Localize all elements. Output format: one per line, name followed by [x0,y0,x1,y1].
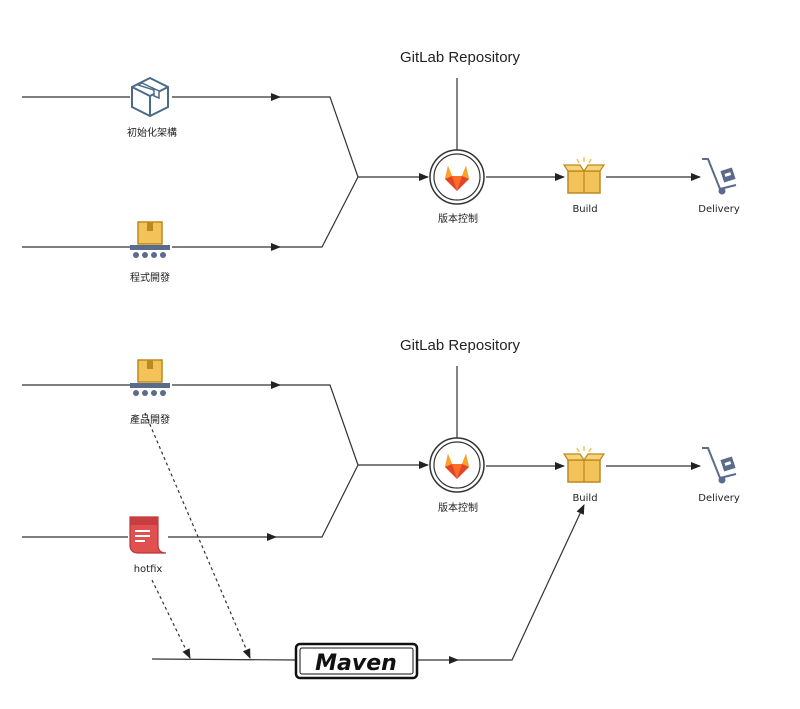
maven-logo: Maven [294,642,419,680]
repo-title-top: GitLab Repository [399,49,521,66]
conveyor-box-icon-2 [130,359,170,396]
open-box-icon-2 [562,446,606,483]
edge-input-maven [151,658,297,661]
delivery-label-top: Delivery [698,204,740,215]
gitlab-fox-icon-2 [429,437,485,493]
repo-title-bottom: GitLab Repository [399,337,521,354]
delivery-label-bottom: Delivery [698,493,740,504]
hand-truck-icon [702,158,737,195]
maven-logo-text: Maven [315,651,397,676]
dev-label: 程式開發 [130,273,170,284]
init-label: 初始化架構 [127,128,177,139]
edge-dev-merge [280,176,359,248]
conveyor-box-icon [130,221,170,258]
edge-product-maven-dashed [144,412,251,659]
edge-hotfix-maven-dashed [151,579,191,659]
build-label-top: Build [572,204,598,215]
bottom-connectors [22,366,701,664]
vc-label-top: 版本控制 [438,214,478,225]
cube-box-icon [131,76,169,118]
edge-maven-build [458,504,585,661]
document-scroll-icon [129,516,167,554]
vc-label-bottom: 版本控制 [438,503,478,514]
edge-init-merge [280,96,359,178]
hotfix-label: hotfix [133,564,163,575]
build-label-bottom: Build [572,493,598,504]
product-label: 產品開發 [130,415,170,426]
gitlab-fox-icon [429,149,485,205]
open-box-icon [562,157,606,194]
edge-product-merge [280,384,359,466]
edge-hotfix-merge [276,464,359,538]
hand-truck-icon-2 [702,447,737,484]
top-connectors [22,78,701,251]
